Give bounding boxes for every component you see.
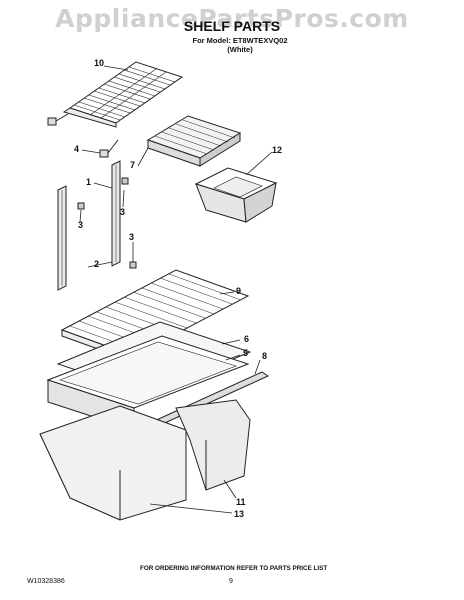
page-number: 9 (229, 578, 233, 585)
small-glass-shelf (146, 115, 242, 167)
ordering-note: FOR ORDERING INFORMATION REFER TO PARTS … (140, 565, 328, 572)
callout-10: 10 (94, 58, 104, 68)
callout-3a: 3 (78, 220, 83, 230)
callout-2: 2 (94, 259, 99, 269)
callout-1: 1 (86, 177, 91, 187)
screw-c (129, 261, 137, 269)
callout-11: 11 (236, 497, 246, 507)
model-line: For Model: ET8WTEXVQ02 (192, 36, 288, 45)
document-number: W10328386 (27, 578, 65, 585)
vertical-rail-left (57, 185, 67, 291)
callout-8: 8 (262, 351, 267, 361)
screw-a (77, 202, 85, 210)
page-title: SHELF PARTS (183, 18, 281, 34)
callout-6: 6 (244, 334, 249, 344)
callout-3b: 3 (120, 207, 125, 217)
callout-9: 9 (236, 286, 241, 296)
small-storage-bin (194, 167, 278, 223)
callout-4: 4 (74, 144, 79, 154)
callout-13: 13 (234, 509, 244, 519)
shelf-support-right (99, 139, 119, 158)
model-info: For Model: ET8WTEXVQ02 (White) (180, 36, 300, 54)
callout-12: 12 (272, 145, 282, 155)
crisper-drawer-right (175, 399, 251, 491)
callout-3c: 3 (129, 232, 134, 242)
vertical-rail-right (111, 160, 121, 267)
screw-b (121, 177, 129, 185)
crisper-drawer-left (39, 405, 187, 521)
callout-5: 5 (243, 348, 248, 358)
leader-lines (79, 65, 273, 514)
watermark-text: AppliancePartsPros.com (55, 4, 409, 33)
color-line: (White) (227, 45, 253, 54)
shelf-support-left (47, 113, 69, 126)
callout-7: 7 (130, 160, 135, 170)
wire-shelf-top (62, 61, 184, 128)
